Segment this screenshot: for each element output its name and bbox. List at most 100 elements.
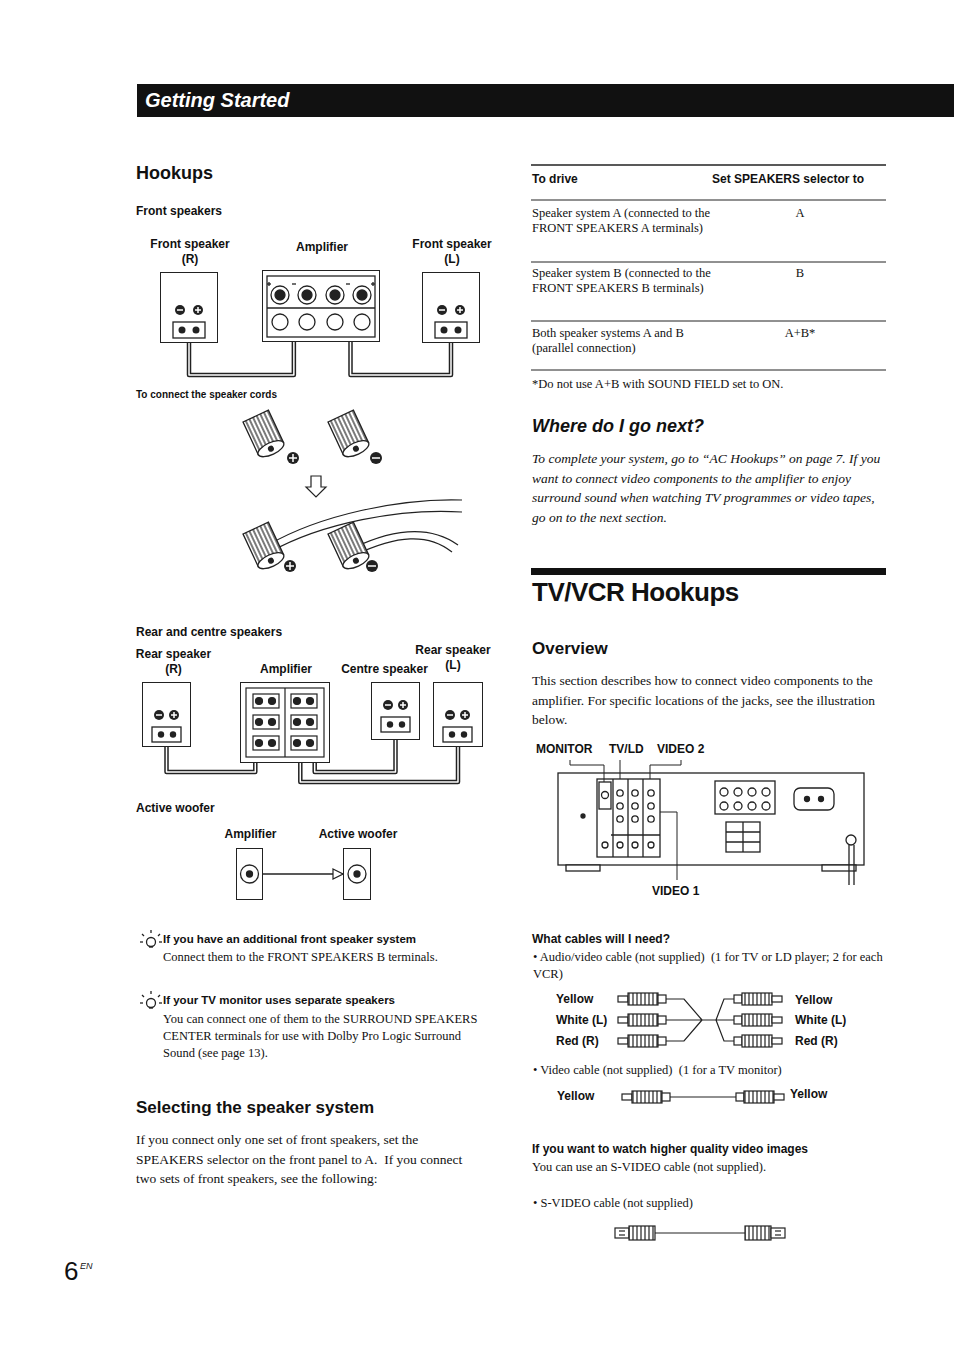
rear-panel	[762, 802, 770, 810]
table-header: To drive	[532, 172, 702, 187]
binding-post	[366, 560, 378, 572]
wire-core	[189, 342, 294, 375]
rear-panel	[849, 845, 854, 885]
s-video-cable	[615, 1228, 629, 1238]
speaker-terminals	[398, 700, 408, 710]
rca-jack	[348, 865, 366, 883]
connector-group	[263, 874, 343, 875]
speaker-terminals	[173, 712, 175, 718]
speaker-terminals	[175, 305, 185, 315]
s-video-cable	[745, 1226, 771, 1240]
amplifier-panel	[253, 694, 279, 708]
caption: To connect the speaker cords	[136, 388, 386, 401]
rear-panel	[627, 779, 628, 857]
speaker-terminals	[402, 702, 404, 708]
s-video-cable	[619, 1234, 625, 1235]
speaker-box: Rear speaker (L)	[433, 682, 483, 747]
jack-label: VIDEO 2	[657, 742, 704, 757]
tip-text: You can connect one of them to the SURRO…	[163, 1011, 485, 1062]
plug-color: White (L)	[795, 1013, 846, 1028]
tip-icon	[158, 995, 160, 997]
binding-post	[328, 410, 371, 460]
bullet-text: • Video cable (not supplied) (1 for a TV…	[533, 1062, 888, 1079]
rear-panel	[720, 788, 728, 796]
part-label: Amplifier	[277, 240, 367, 255]
video-cable	[632, 1091, 662, 1103]
s-video-cable	[771, 1228, 785, 1238]
s-video-cable	[775, 1230, 781, 1231]
amplifier-panel	[256, 740, 263, 747]
speaker-terminals	[152, 727, 181, 742]
binding-post	[256, 549, 286, 572]
amplifier-panel	[275, 290, 285, 300]
rear-panel	[632, 816, 638, 822]
connector-group	[189, 342, 294, 375]
speaker-wire	[315, 740, 396, 772]
amplifier-panel	[267, 307, 375, 308]
bullet-text: • Audio/video cable (not supplied) (1 fo…	[533, 949, 888, 983]
speaker-terminals	[170, 731, 176, 737]
tip-icon	[150, 991, 151, 994]
av-cable	[734, 995, 742, 1003]
amplifier-panel	[353, 286, 371, 304]
connector-group	[300, 747, 458, 782]
speaker-box: Rear speaker (R)	[142, 682, 191, 747]
tip-icon	[159, 1002, 162, 1003]
rear-panel	[581, 814, 585, 818]
table-header: Set SPEAKERS selector to	[712, 172, 886, 187]
part-label: Amplifier	[241, 662, 331, 677]
plug-color: Red (R)	[556, 1034, 599, 1049]
tip-icon	[147, 938, 156, 947]
plug-color: White (L)	[556, 1013, 607, 1028]
av-cable	[742, 1035, 772, 1047]
amplifier-panel	[326, 286, 344, 304]
binding-post	[328, 522, 371, 572]
speaker-terminals	[158, 731, 164, 737]
tip-text: Connect them to the FRONT SPEAKERS B ter…	[163, 949, 483, 966]
tip-icon	[150, 930, 151, 933]
tip-icon	[149, 946, 153, 947]
binding-post	[289, 562, 291, 570]
amplifier-panel	[267, 276, 375, 337]
speaker-terminals	[173, 322, 205, 338]
table-rule	[531, 321, 886, 322]
tip-heading: If your TV monitor uses separate speaker…	[163, 993, 483, 1008]
speaker-terminals	[455, 305, 465, 315]
speaker-terminals	[441, 327, 448, 334]
rear-panel	[648, 803, 654, 809]
leader-line	[620, 760, 621, 779]
speaker-terminals	[399, 721, 405, 727]
speaker-box: Front speaker (L)	[422, 272, 480, 343]
page-number: 6	[64, 1257, 78, 1285]
body-text: To complete your system, go to “AC Hooku…	[532, 449, 887, 527]
table-rule	[531, 200, 886, 201]
speaker-wire	[300, 747, 458, 782]
rear-panel	[715, 781, 775, 814]
av-cable	[618, 1017, 628, 1023]
video-cable	[736, 1093, 744, 1101]
amplifier-panel	[307, 698, 314, 705]
rear-panel	[632, 842, 638, 848]
amplifier-panel	[253, 736, 279, 750]
rear-panel	[611, 834, 660, 835]
amplifier-panel	[299, 314, 315, 330]
binding-post	[243, 410, 462, 572]
amplifier-panel	[292, 283, 296, 284]
rear-panel	[632, 790, 638, 796]
rear-panel	[762, 788, 770, 796]
amplifier-panel	[327, 314, 343, 330]
speaker-terminals	[460, 710, 470, 720]
tip-icon	[159, 941, 162, 942]
amplifier-panel	[298, 286, 316, 304]
woofer-box: Active woofer	[343, 848, 371, 900]
av-cable	[666, 999, 734, 1041]
rear-panel	[602, 842, 608, 848]
tip-icon	[147, 999, 156, 1008]
rear-panel	[617, 816, 623, 822]
binding-post	[372, 457, 380, 459]
speaker-cord	[355, 539, 452, 555]
wire-core	[300, 747, 458, 782]
speaker-cord	[268, 500, 462, 545]
speaker-terminals	[154, 710, 164, 720]
